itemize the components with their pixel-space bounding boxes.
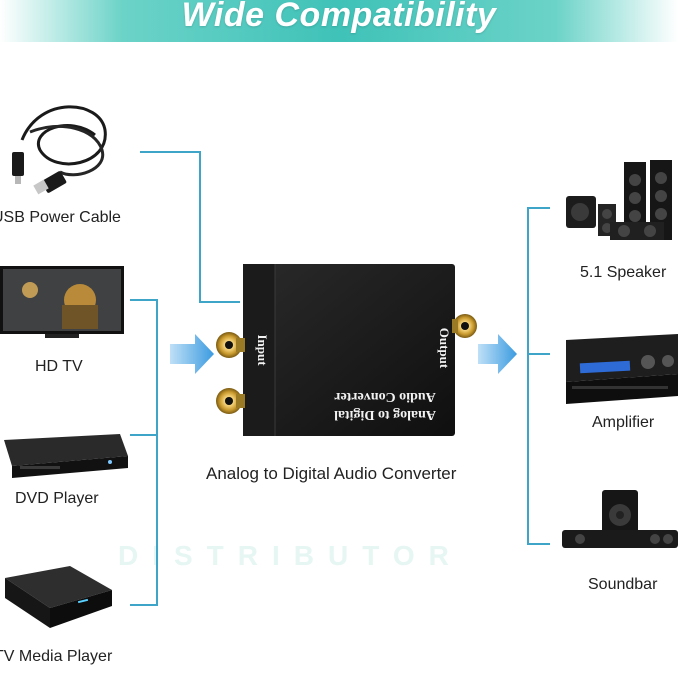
speaker-set-icon	[566, 160, 672, 240]
output-label-5-1-speaker: 5.1 Speaker	[580, 264, 667, 281]
input-port-label: Input	[255, 334, 270, 366]
output-port-label: Output	[437, 328, 452, 369]
tv-icon	[0, 266, 124, 338]
header-banner: Wide Compatibility	[0, 0, 678, 42]
output-label-amplifier: Amplifier	[592, 414, 655, 431]
right-connector-lines	[527, 207, 550, 545]
input-label-dvd-player: DVD Player	[15, 490, 99, 507]
output-arrow-icon	[478, 334, 517, 374]
dvd-player-icon	[4, 434, 128, 478]
input-label-usb-power-cable: USB Power Cable	[0, 209, 121, 226]
output-label-soundbar: Soundbar	[588, 576, 658, 593]
input-arrow-icon	[170, 334, 214, 374]
input-label-hd-tv: HD TV	[35, 358, 83, 375]
amplifier-icon	[566, 334, 678, 404]
media-player-icon	[5, 566, 112, 628]
usb-cable-icon	[12, 105, 107, 195]
banner-title: Wide Compatibility	[181, 0, 497, 34]
converter-caption: Analog to Digital Audio Converter	[206, 464, 457, 483]
left-connector-lines	[130, 151, 240, 606]
watermark-text: DISTRIBUTOR	[118, 540, 463, 571]
box-text-line2: Audio Converter	[334, 389, 436, 404]
converter-box-icon	[216, 264, 477, 436]
box-text-line1: Analog to Digital	[334, 407, 436, 422]
soundbar-icon	[562, 490, 678, 548]
input-label-tv-media-player: TV Media Player	[0, 648, 113, 665]
